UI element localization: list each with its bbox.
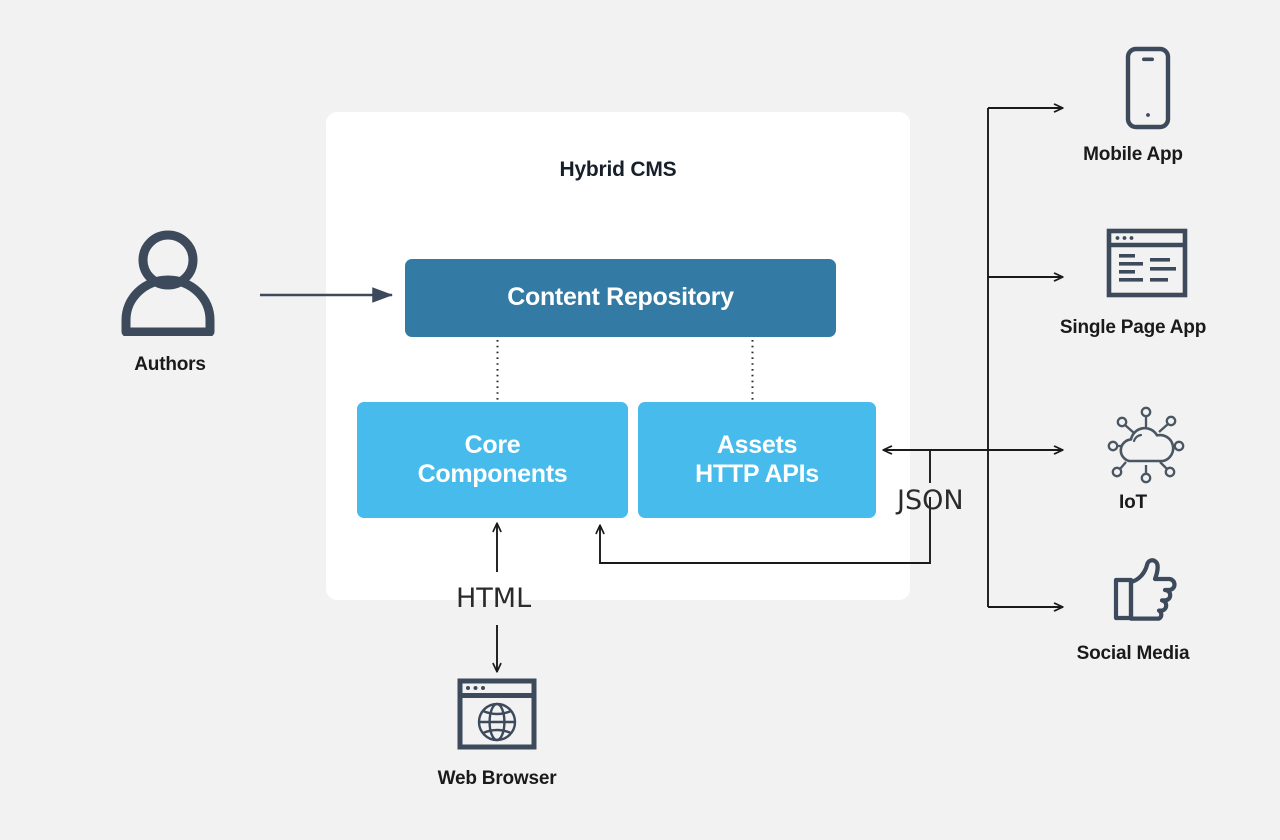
node-label-single-page-app: Single Page App: [1059, 317, 1207, 338]
thumbs-up-icon: [1113, 556, 1183, 629]
node-label-mobile-app: Mobile App: [1083, 144, 1183, 165]
box-core-components[interactable]: Core Components: [357, 402, 628, 518]
node-label-social-media: Social Media: [1076, 643, 1190, 664]
node-label-iot: IoT: [1119, 492, 1147, 513]
box-core-components-label-line1: Core: [464, 430, 521, 459]
edge-json-return-to-assets: [600, 497, 931, 564]
box-assets-http-apis[interactable]: Assets HTTP APIs: [638, 402, 876, 518]
node-label-authors: Authors: [134, 354, 206, 375]
mobile-phone-icon: [1125, 46, 1171, 135]
box-core-components-label-line2: Components: [417, 460, 568, 488]
box-assets-label-line2: HTTP APIs: [695, 460, 819, 488]
edge-label-html: HTML: [456, 583, 532, 614]
box-content-repository[interactable]: Content Repository: [405, 259, 836, 337]
page-title: Hybrid CMS: [559, 158, 677, 181]
node-label-web-browser: Web Browser: [437, 768, 557, 789]
box-content-repository-label: Content Repository: [507, 283, 734, 312]
edge-label-json: JSON: [897, 485, 964, 516]
hybrid-cms-panel: [326, 112, 910, 600]
box-assets-label-line1: Assets: [716, 430, 798, 459]
cloud-iot-icon: [1098, 405, 1194, 492]
person-icon: [118, 228, 218, 341]
edge-trunk-right: [987, 108, 1063, 607]
browser-globe-icon: [457, 678, 537, 755]
browser-window-icon: [1106, 228, 1188, 303]
